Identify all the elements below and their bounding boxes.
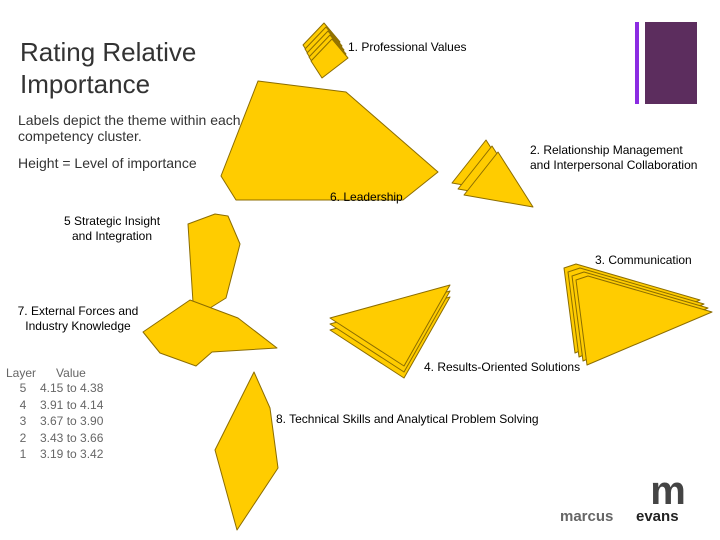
cluster-label-8: 8. Technical Skills and Analytical Probl… [276, 412, 539, 426]
cluster-label-4: 4. Results-Oriented Solutions [424, 360, 581, 374]
cluster-shape-technical-skills [214, 371, 279, 531]
cluster-shape-leadership [220, 80, 439, 201]
legend-header-value: Value [56, 366, 86, 380]
cluster-shape-communication [563, 263, 713, 366]
height-note: Height = Level of importance [18, 155, 197, 171]
brand-bar [635, 22, 697, 104]
cluster-label-2: 2. Relationship Management and Interpers… [530, 143, 698, 172]
cluster-label-5: 5 Strategic Insight and Integration [63, 214, 161, 243]
cluster-label-3: 3. Communication [595, 253, 692, 267]
cluster-shape-results-oriented [329, 284, 451, 379]
cluster-label-6: 6. Leadership [330, 190, 403, 204]
svg-text:marcus: marcus [560, 508, 613, 525]
subtitle: Labels depict the theme within each comp… [18, 112, 241, 144]
marcus-evans-logo: m marcus evans [560, 470, 686, 525]
svg-text:m: m [650, 470, 686, 513]
cluster-shape-relationship-management [451, 139, 534, 208]
page-title: Rating Relative Importance [20, 37, 197, 99]
legend-header-layer: Layer [6, 366, 37, 380]
cluster-label-7: 7. External Forces and Industry Knowledg… [17, 304, 139, 333]
svg-text:evans: evans [636, 508, 679, 525]
cluster-shape-external-forces [142, 299, 278, 367]
cluster-label-1: 1. Professional Values [348, 40, 467, 54]
cluster-shape-professional-values [302, 22, 349, 79]
